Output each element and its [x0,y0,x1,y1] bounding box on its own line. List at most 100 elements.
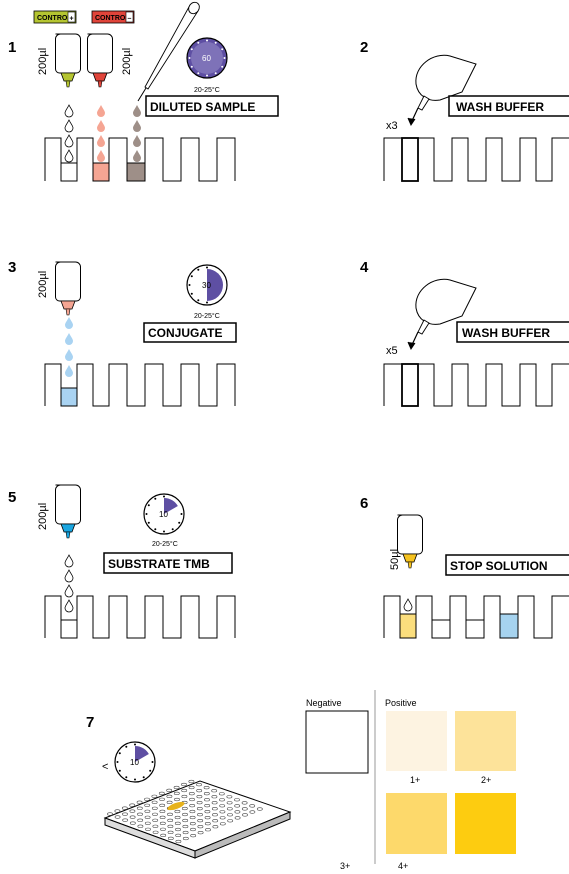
plate-well [122,812,128,816]
plate-well [197,824,204,829]
control-minus-label: CONTROL [95,15,130,22]
drop-stop [403,598,413,612]
plate-well [197,812,203,817]
timer-icon [143,493,185,535]
well-substrate [60,619,78,639]
plate-well [212,819,219,823]
timer-icon [186,264,228,306]
highlighted-wells [167,801,185,811]
plate-well [204,821,211,826]
plate-well [129,809,136,813]
wash-bottle-icon [407,278,477,351]
negative-swatch [305,710,369,774]
plate-well [174,815,181,820]
dropper-bottle-conjugate [55,261,81,316]
plate-well [159,815,166,820]
plate-well [166,800,173,805]
plate-well [159,797,165,801]
plate-well [189,809,196,814]
temperature-label: 20-25°C [152,540,178,548]
plate-well [181,788,188,793]
grade-label-3: 3+ [340,861,350,871]
control-plus-sign-box [67,11,76,23]
plate-well [189,797,195,802]
step-number: 6 [360,495,368,512]
volume-label: 200µl [37,503,49,530]
plate-well [144,809,151,813]
step-number: 4 [360,259,369,276]
well-clear [431,619,451,639]
well-yellow [399,613,417,639]
well-control-plus [60,162,78,182]
dropper-bottle-control-plus [55,33,81,88]
plate-well [151,794,158,798]
plate-well [160,827,166,831]
step-7: 7 < 10 Negative Positive [86,690,516,871]
plate-well [182,836,189,841]
plate-well [144,803,151,807]
drops-control-minus [97,105,105,162]
positive-label: Positive [385,698,417,708]
well-strip [383,363,569,407]
plate-well [196,794,203,799]
plate-well [166,794,173,799]
plate-well [107,812,113,816]
step-number: 7 [86,714,94,731]
repeat-count: x3 [386,120,398,132]
reagent-label-box [445,554,569,576]
drops-sample [133,105,141,162]
plate-well [129,803,136,807]
step-2: 2 x3 WASH BUFFER [360,39,569,182]
plate-well [152,824,159,828]
plate-well [197,818,204,823]
plate-well [204,798,210,802]
plate-well [175,833,182,838]
plate-well [174,809,181,814]
dropper-bottle-tmb [55,484,81,539]
plate-well [196,782,202,787]
step-number: 2 [360,39,368,56]
plate-well [144,797,150,801]
control-plus-label: CONTROL [37,15,72,22]
step-3: 3 200µl 30 20-25°C [8,259,237,407]
plate-well [234,798,240,802]
plate-well [145,827,151,831]
timer-minutes: 60 [202,54,211,63]
plate-well [158,791,165,796]
well-strip [383,137,569,182]
plate-well [181,794,188,799]
plate-well [241,807,248,811]
plate-well [211,807,218,811]
plate-well [241,801,248,805]
plate-well [227,819,234,823]
control-plus-badge [33,10,77,24]
plate-well [211,789,218,793]
dropper-bottle-control-minus [87,33,113,88]
drops-conjugate [65,317,73,377]
plate-well [175,827,181,832]
plate-well [242,813,248,817]
plate-well [151,800,158,804]
timer-minutes: 10 [130,758,139,767]
step-number: 5 [8,489,16,506]
plate-well [249,804,256,808]
repeat-count: x5 [386,345,398,357]
negative-label: Negative [306,698,342,708]
timer-icon [186,37,228,79]
plate-well [219,816,226,820]
drops-tmb [64,554,74,613]
plate-well [196,800,203,805]
plate-well [196,788,203,793]
plate-well [136,806,143,810]
plate-well [136,800,143,804]
temperature-label: 20-25°C [194,312,220,320]
reagent-label: DILUTED SAMPLE [150,100,255,114]
less-than-symbol: < [102,761,108,773]
plate-well [249,810,256,814]
step-4: 4 x5 WASH BUFFER [360,259,569,407]
well-clear [465,619,485,639]
drops-control-plus [64,104,74,163]
plate-well [234,810,241,814]
timer-minutes: 30 [202,281,211,290]
plate-well [137,818,144,822]
